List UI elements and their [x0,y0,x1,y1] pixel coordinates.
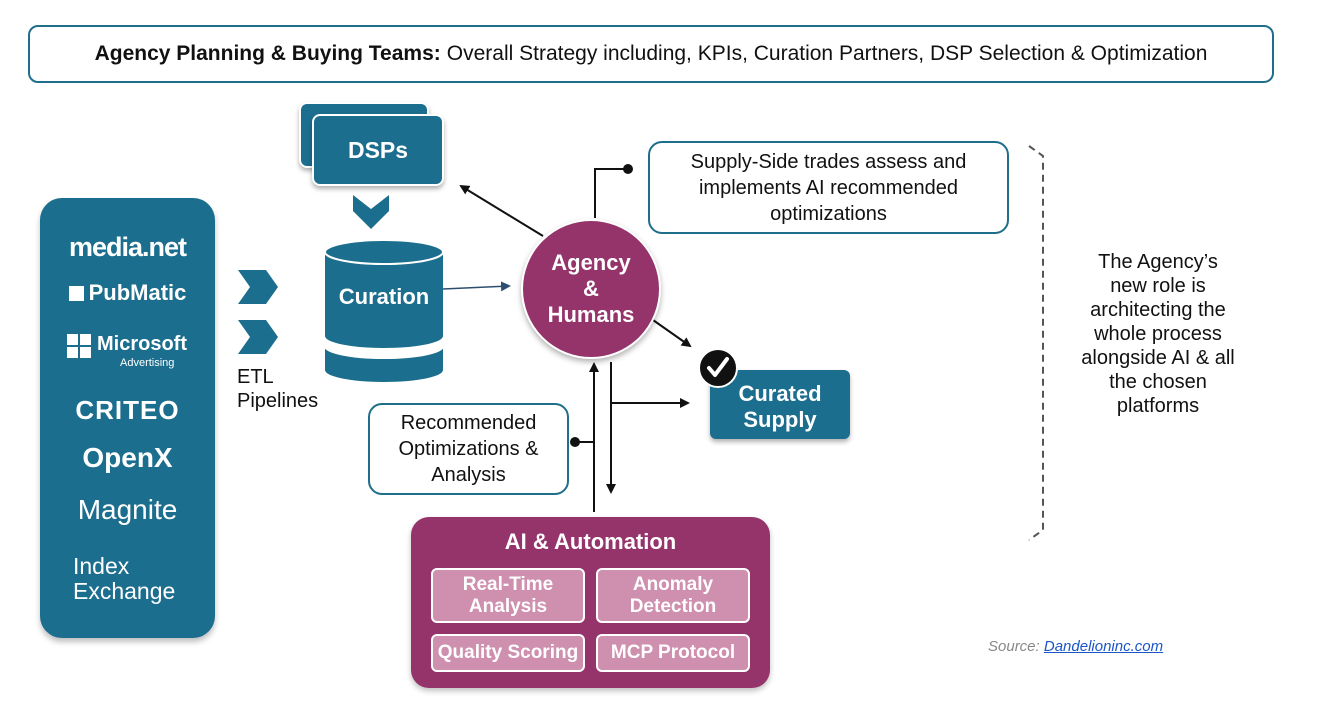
curation-label: Curation [338,284,430,309]
role-line: new role is [1110,275,1206,297]
strategy-banner: Agency Planning & Buying Teams: Overall … [28,25,1274,83]
exchange-logo-text: Exchange [73,578,176,604]
supply-side-connector [594,168,628,218]
chevron-right-icon [238,270,278,304]
etl-label-line1: ETL [237,366,274,388]
supply-side-line3: optimizations [770,202,887,225]
role-line: whole process [1094,323,1222,345]
curated-supply-box: Curated Supply [710,370,850,439]
role-bracket [1028,145,1044,541]
openx-logo: OpenX [82,442,173,473]
supply-side-line1: Supply-Side trades assess and [690,150,967,173]
agency-to-curated-arrow [652,319,692,348]
mcp-protocol-tile: MCP Protocol [596,634,750,672]
microsoft-advertising-text: Advertising [120,357,175,369]
etl-label-line2: Pipelines [237,390,319,412]
supply-side-connector-dot [623,164,633,174]
down-chevron-icon [353,195,389,229]
recommended-connector-dot [570,437,580,447]
supply-side-line2: implements AI recommended [698,176,958,199]
tile-line1: Quality Scoring [437,642,579,663]
supply-side-note: Supply-Side trades assess and implements… [648,141,1009,234]
source-citation: Source: Dandelioninc.com [988,638,1163,655]
agency-line3: Humans [547,302,635,327]
microsoft-logo-text: Microsoft [97,333,187,355]
medianet-logo: media.net [68,232,187,262]
microsoft-windows-icon [67,334,91,363]
recommended-line2: Optimizations & [398,438,539,460]
index-logo-text: Index [73,553,130,579]
curation-database-icon [324,239,444,382]
curated-line2: Supply [743,406,817,432]
role-line: architecting the [1090,299,1226,321]
tile-line1: Anomaly [632,573,714,595]
banner-bold-text: Agency Planning & Buying Teams: [94,42,441,65]
criteo-logo: CRITEO [75,395,180,425]
tile-line2: Detection [629,595,717,617]
agency-to-dsps-arrow [459,184,544,237]
pubmatic-logo-text: PubMatic [88,280,187,305]
quality-scoring-tile: Quality Scoring [431,634,585,672]
magnite-logo: Magnite [77,494,178,525]
pubmatic-square-icon [68,286,84,301]
source-prefix: Source: [988,638,1040,655]
agency-role-text: The Agency’s new role is architecting th… [1058,250,1258,418]
curation-to-agency-arrow [442,281,511,292]
etl-chevrons [238,270,278,354]
dsps-label: DSPs [347,136,409,163]
recommended-line3: Analysis [431,464,506,486]
role-line: The Agency’s [1098,251,1218,273]
curated-line1: Curated [738,380,822,406]
recommended-line1: Recommended [400,412,537,434]
agency-line2: & [583,276,599,301]
ssp-logos-panel: media.net PubMatic Microsoft Advertising… [40,198,215,638]
agency-humans-node: Agency & Humans [521,219,661,359]
source-link[interactable]: Dandelioninc.com [1043,638,1164,655]
ai-panel-title: AI & Automation [504,529,677,554]
etl-label: ETL Pipelines [237,365,318,413]
dsps-card: DSPs [312,114,444,186]
role-line: platforms [1116,395,1200,417]
index-exchange-logo: Index Exchange [73,554,175,604]
checkmark-icon [698,348,738,388]
tile-line1: Real-Time [462,573,554,595]
tile-line2: Analysis [468,595,548,617]
agency-line1: Agency [551,250,631,275]
banner-text: Overall Strategy including, KPIs, Curati… [446,42,1208,65]
role-line: the chosen [1109,371,1207,393]
recommended-note: Recommended Optimizations & Analysis [368,403,569,495]
role-line: alongside AI & all [1081,347,1235,369]
chevron-right-icon [238,320,278,354]
pubmatic-logo: PubMatic [40,280,215,306]
tile-line1: MCP Protocol [610,642,736,663]
